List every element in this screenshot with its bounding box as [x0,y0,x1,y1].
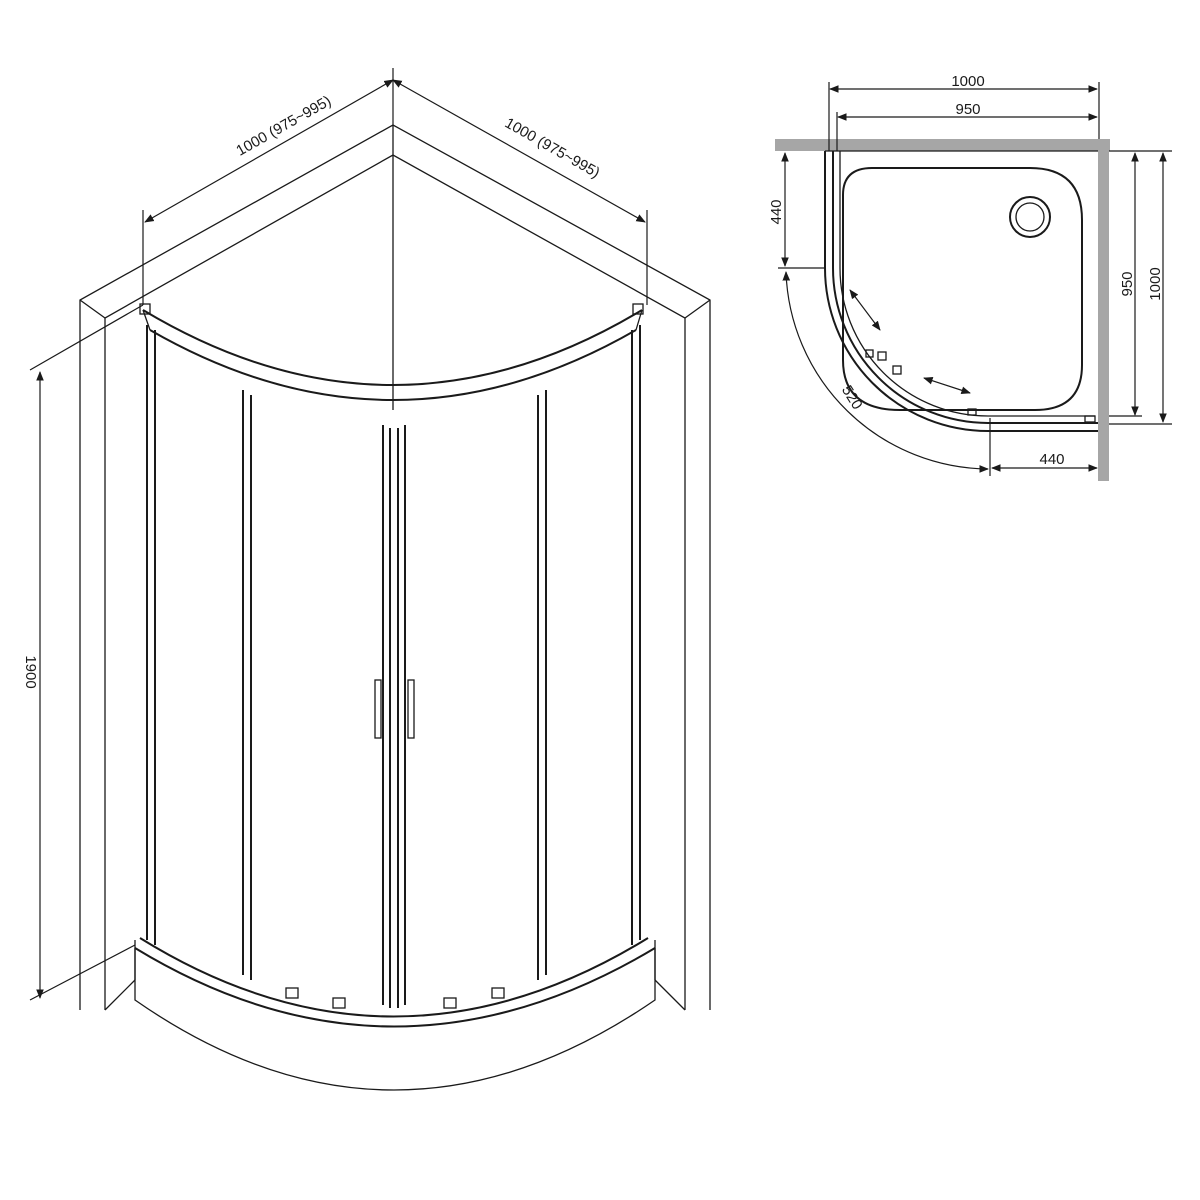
tray-outline [824,150,1098,432]
top-rail [139,303,644,401]
height-label: 1900 [22,655,39,688]
drain-icon [1009,196,1051,238]
door-rollers [285,987,505,1009]
width-dimensions: 1000 (975~995) 1000 (975~995) [142,68,648,305]
door-frames [146,325,641,1008]
door-handles [374,679,415,739]
width-left-label: 1000 (975~995) [233,93,334,160]
back-wall [775,139,1110,151]
shower-tray [134,937,656,1091]
arc-label: 520 [838,382,866,412]
outer-depth-label: 1000 [1147,267,1164,300]
inner-depth-label: 950 [1119,271,1136,296]
elevation-view: 1900 1000 (975~995) 1000 (975~995) [22,68,711,1091]
plan-view: 1000 950 440 520 440 950 1000 [768,73,1172,481]
bottom-side-label: 440 [1039,451,1064,468]
handle-left [374,679,382,739]
inner-width-label: 950 [955,101,980,118]
corner-walls [79,124,711,1011]
outer-width-label: 1000 [951,73,984,90]
side-wall [1098,139,1109,481]
height-dimension: 1900 [22,304,144,1001]
width-right-label: 1000 (975~995) [502,115,603,182]
left-side-label: 440 [768,199,785,224]
handle-right [407,679,415,739]
